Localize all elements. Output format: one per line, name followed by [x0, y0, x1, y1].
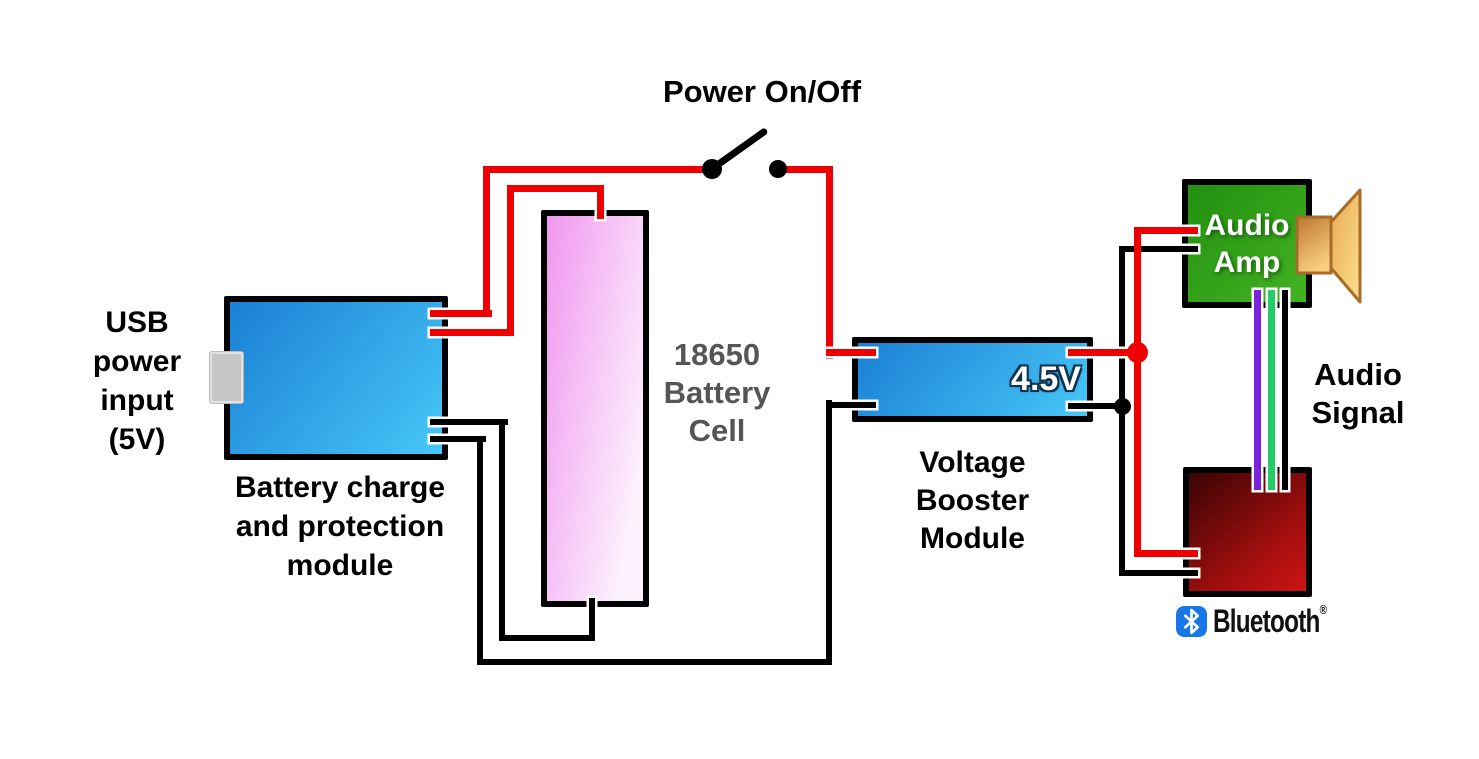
label-line: USB	[105, 306, 169, 339]
label-line: Voltage	[919, 446, 1026, 479]
usb-power-label: USB power input (5V)	[37, 303, 237, 459]
audio-signal-label: Audio Signal	[1258, 356, 1458, 432]
wire-battery-neg-horizontal	[499, 635, 595, 641]
battery-cell-label: 18650 Battery Cell	[617, 336, 817, 450]
wire-amp-pos-stub	[1134, 227, 1198, 234]
label-line: Battery charge	[234, 471, 446, 504]
switch-lever	[707, 127, 769, 174]
wire-audio-right-channel	[1268, 290, 1275, 490]
label-line: Cell	[688, 413, 746, 448]
wire-bottom-left-vertical	[477, 436, 483, 665]
label-line: 18650	[673, 337, 761, 372]
wire-audio-left-channel	[1254, 290, 1261, 490]
wire-bluetooth-neg-stub	[1119, 570, 1198, 576]
wire-power-bus-up	[1134, 227, 1141, 359]
wire-battery-pos-stub	[597, 185, 604, 219]
voltage-text: 4.5V	[1011, 360, 1081, 398]
power-switch-label: Power On/Off	[600, 74, 924, 109]
wire-switch-booster-vertical	[826, 166, 833, 359]
battery-cell-box	[541, 210, 649, 607]
label-line: input	[100, 384, 174, 417]
bluetooth-wordmark: Bluetooth®	[1213, 602, 1327, 639]
label-line: power	[92, 345, 182, 378]
label-line: Signal	[1311, 395, 1405, 430]
speaker-icon	[1295, 188, 1362, 304]
wire-power-bus-down	[1134, 352, 1141, 557]
wire-booster-neg-vertical	[826, 400, 832, 665]
voltage-booster-label: Voltage Booster Module	[852, 444, 1093, 558]
wire-charge-switch-vertical	[483, 166, 490, 317]
bluetooth-icon	[1176, 605, 1207, 637]
booster-voltage-value: 4.5V	[852, 337, 1093, 422]
wire-booster-pos-out-stub	[1068, 349, 1141, 356]
usb-connector	[210, 352, 243, 403]
label-line: Audio	[1204, 208, 1290, 242]
wire-audio-ground	[1282, 290, 1288, 490]
label-line: Power On/Off	[662, 74, 862, 109]
wire-charge-battery-pos-stub	[430, 329, 514, 336]
wire-booster-pos-in-stub	[826, 349, 876, 356]
wire-booster-neg-out-stub	[1068, 403, 1125, 409]
bluetooth-brand: Bluetooth®	[1176, 602, 1363, 639]
wire-bottom-horizontal	[477, 659, 832, 665]
label-line: and protection	[235, 510, 445, 543]
wire-charge-booster-neg-stub	[430, 436, 486, 442]
bluetooth-module-box	[1183, 467, 1312, 597]
wire-charge-battery-neg-stub	[430, 419, 508, 425]
registered-trademark: ®	[1319, 602, 1327, 617]
wire-battery-neg-stub	[589, 598, 595, 641]
label-line: Booster	[915, 484, 1030, 517]
voltage-booster-box	[852, 337, 1093, 422]
wire-battery-neg-vertical	[499, 419, 505, 641]
audio-amp-label: Audio Amp	[1182, 179, 1312, 308]
charge-module-label: Battery charge and protection module	[190, 468, 490, 585]
label-line: Module	[920, 522, 1025, 555]
label-line: (5V)	[108, 423, 166, 456]
wire-switch-booster-horizontal	[774, 166, 833, 173]
wire-charge-switch-horizontal	[483, 166, 720, 173]
label-line: module	[286, 549, 394, 582]
label-line: Battery	[663, 375, 771, 410]
wire-charge-pos-stub	[430, 310, 492, 317]
junction-positive-dot	[1127, 342, 1148, 363]
wire-battery-pos-horizontal	[507, 185, 604, 192]
wire-amp-neg-stub	[1119, 246, 1198, 252]
wire-booster-neg-in-stub	[826, 402, 876, 408]
label-line: Amp	[1213, 245, 1281, 279]
switch-right-contact	[769, 160, 787, 178]
battery-charge-module-box	[224, 296, 448, 460]
junction-negative-dot	[1114, 398, 1131, 415]
audio-amp-box	[1182, 179, 1312, 308]
label-line: Audio	[1314, 357, 1402, 392]
wire-bluetooth-pos-stub	[1134, 550, 1198, 557]
wire-battery-pos-vertical	[507, 185, 514, 336]
